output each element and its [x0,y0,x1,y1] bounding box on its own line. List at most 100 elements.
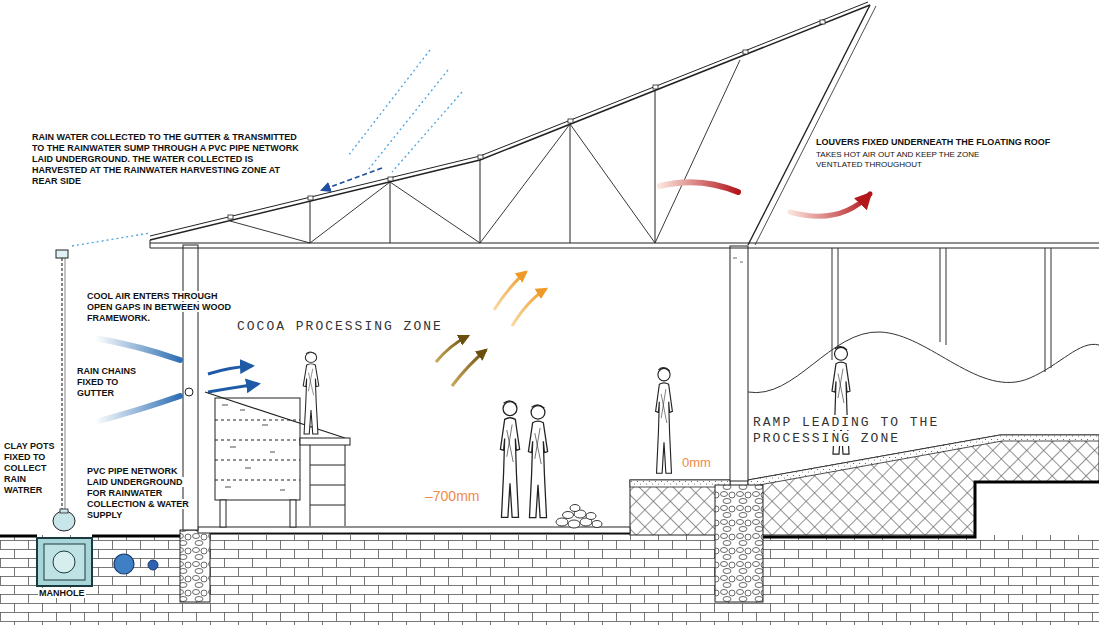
rubble-foundation [180,530,210,602]
purlin [308,196,313,200]
warm-air-arrow [512,289,546,326]
clay-pot [53,511,75,531]
wall [733,258,743,262]
drying-rack [222,405,285,490]
hot-air-arrow [660,182,738,192]
cocoa-pile [592,521,602,528]
label-box: TAKES HOT AIR OUT AND KEEP THE ZONE VENT… [816,150,1016,170]
rain-lines [348,50,430,156]
cocoa-pile [563,512,574,519]
level-dimension: –700mm [425,488,479,504]
flow-arrow [322,168,382,190]
platform-ramp [748,482,1099,537]
note-label: PVC PIPE NETWORK LAID UNDERGROUND FOR RA… [86,466,190,520]
wall [183,245,748,530]
warm-air-arrow [436,336,468,362]
purlin [228,20,825,219]
manhole [44,544,85,580]
level-dimension: 0mm [682,455,711,470]
drying-rack [205,392,350,527]
warm-air-arrow [436,272,546,386]
label-box: PVC PIPE NETWORK LAID UNDERGROUND FOR RA… [86,466,198,521]
platform-ramp [630,435,1099,537]
roof-truss [150,2,868,236]
roof-truss [150,243,1099,248]
drying-rack [215,420,300,480]
drying-rack [300,438,350,445]
cocoa-pile [568,520,580,528]
rain-chain [56,250,68,258]
drying-rack [215,398,300,500]
purlin [478,155,483,159]
cool-air-arrow [208,384,258,392]
human-figure [528,405,547,518]
drying-rack [310,445,345,526]
note-label: RAIN WATER COLLECTED TO THE GUTTER & TRA… [32,132,299,186]
drying-rack [205,392,345,438]
cocoa-pile [586,513,596,520]
human-figure [303,352,319,434]
roof-truss [150,2,1099,248]
label-box: COOL AIR ENTERS THROUGH OPEN GAPS IN BET… [86,291,236,324]
manhole [37,538,92,586]
zone-label: RAMP LEADING TO THE PROCESSING ZONE [752,415,940,446]
note-label: TAKES HOT AIR OUT AND KEEP THE ZONE VENT… [816,150,979,169]
note-label: COOL AIR ENTERS THROUGH OPEN GAPS IN BET… [86,291,232,323]
backdrop-lines [748,332,1099,393]
part-label: MANHOLE [38,588,86,598]
human-figure [656,368,673,474]
cool-air-arrow [95,338,180,360]
wall [730,246,748,481]
cocoa-pile [570,505,580,512]
label-box: –700mm [425,488,505,504]
clay-pot [60,509,68,513]
wall [185,388,193,396]
cool-air-arrow [95,396,180,422]
wall [183,245,198,530]
purlin [743,50,748,54]
rain-chain [61,258,62,510]
label-box: LOUVERS FIXED UNDERNEATH THE FLOATING RO… [816,137,1092,148]
roof-truss [748,5,870,245]
manhole [53,551,75,573]
rain-lines [368,70,448,170]
hot-air-arrow [660,182,870,216]
rain-chain [65,258,66,510]
ground-hatch [0,533,1099,625]
cocoa-pile [556,505,602,529]
label-box: MANHOLE [38,588,108,599]
purlin [228,215,233,219]
roof-truss [150,5,870,240]
note-label: CLAY POTS FIXED TO COLLECT RAIN WATRER [3,441,56,495]
rubble-foundation [180,485,763,602]
label-box: 0mm [682,455,727,470]
purlin [820,20,825,24]
manhole [37,538,92,586]
hot-air-arrow [790,194,870,216]
pvc-pipe [114,554,158,574]
note-label: LOUVERS FIXED UNDERNEATH THE FLOATING RO… [816,137,1050,147]
roof-truss [310,90,655,243]
label-box: COCOA PROCESSING ZONE [237,319,477,334]
roof-truss [230,60,740,243]
label-box: RAMP LEADING TO THE PROCESSING ZONE [752,415,957,447]
roof-truss [755,6,876,245]
rain-chain [56,250,68,510]
purlin [653,85,658,89]
zone-label: COCOA PROCESSING ZONE [237,319,443,334]
cocoa-pile [556,518,568,526]
backdrop-lines [748,248,1099,393]
platform-ramp [748,435,1099,535]
roof-truss [150,240,151,248]
rubble-foundation [715,485,763,602]
warm-air-arrow [452,350,486,386]
pvc-pipe [114,554,134,574]
floor-slab [198,527,630,533]
rain-lines [392,92,462,172]
purlin [388,177,393,181]
purlin [568,119,573,123]
rain-lines [72,233,150,246]
ground-hatch [0,535,1099,625]
